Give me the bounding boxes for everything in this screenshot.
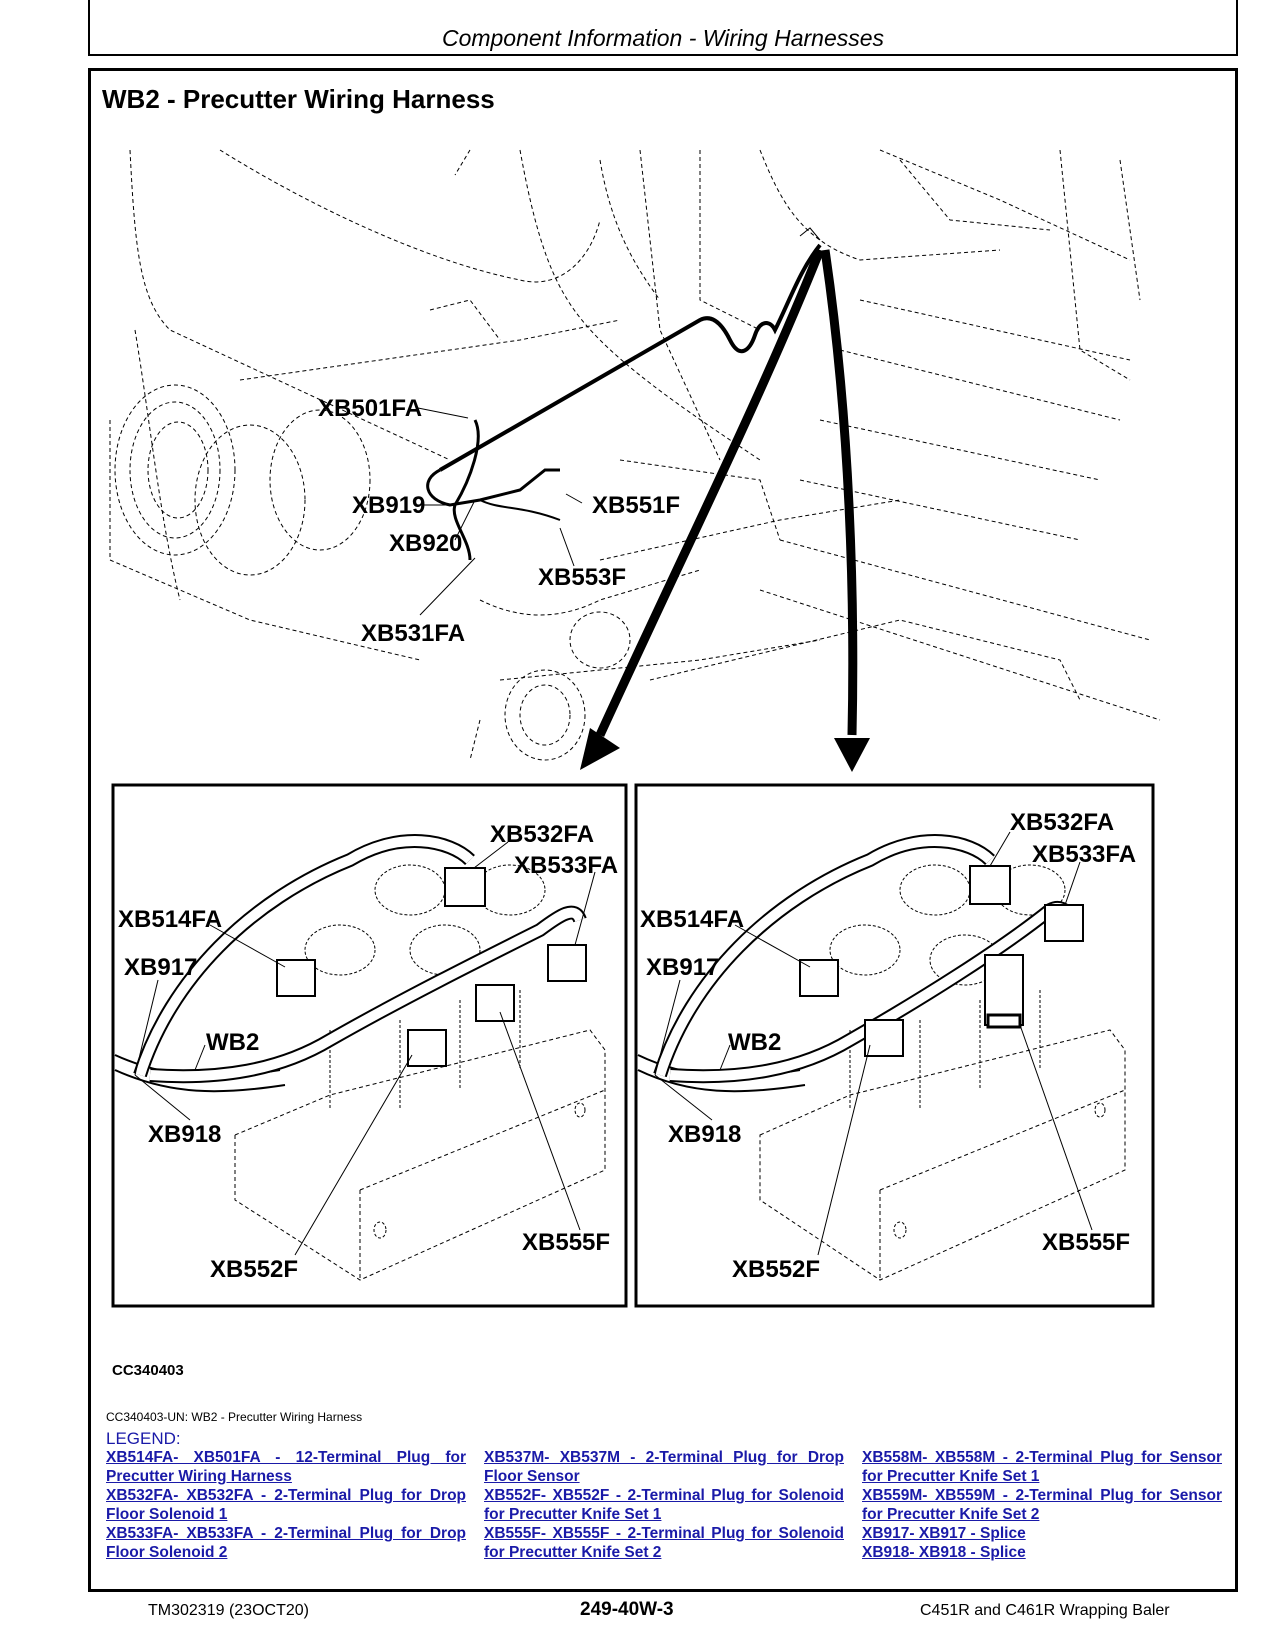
callout-arrows bbox=[595, 248, 858, 737]
legend-link-xb555f[interactable]: XB555F- XB555F - 2-Terminal Plug for Sol… bbox=[484, 1525, 844, 1561]
inset-left bbox=[111, 783, 628, 1308]
label-left-xb552f: XB552F bbox=[210, 1256, 298, 1283]
inset-right bbox=[634, 783, 1155, 1308]
label-right-xb533fa: XB533FA bbox=[1032, 841, 1136, 868]
legend-column-3: XB558M- XB558M - 2-Terminal Plug for Sen… bbox=[862, 1448, 1222, 1562]
label-xb553f: XB553F bbox=[538, 564, 626, 591]
inset-right-drawing bbox=[637, 834, 1126, 1281]
label-right-xb552f: XB552F bbox=[732, 1256, 820, 1283]
legend-link-xb532fa[interactable]: XB532FA- XB532FA - 2-Terminal Plug for D… bbox=[106, 1487, 466, 1523]
legend-link-xb558m[interactable]: XB558M- XB558M - 2-Terminal Plug for Sen… bbox=[862, 1449, 1222, 1485]
footer-doc-id: TM302319 (23OCT20) bbox=[148, 1602, 309, 1619]
arrow-head-left bbox=[580, 728, 620, 770]
label-xb501fa: XB501FA bbox=[318, 395, 422, 422]
label-left-xb917: XB917 bbox=[124, 954, 197, 981]
legend-column-1: XB514FA- XB501FA - 12-Terminal Plug for … bbox=[106, 1448, 466, 1562]
legend-link-xb514fa[interactable]: XB514FA- XB501FA - 12-Terminal Plug for … bbox=[106, 1449, 466, 1485]
label-right-xb514fa: XB514FA bbox=[640, 906, 744, 933]
upper-leaders bbox=[417, 407, 583, 616]
label-xb551f: XB551F bbox=[592, 492, 680, 519]
header-box: Component Information - Wiring Harnesses bbox=[88, 0, 1238, 56]
legend-link-xb559m[interactable]: XB559M- XB559M - 2-Terminal Plug for Sen… bbox=[862, 1487, 1222, 1523]
figure-title: WB2 - Precutter Wiring Harness bbox=[102, 84, 495, 114]
label-xb919: XB919 bbox=[352, 492, 425, 519]
label-left-wb2: WB2 bbox=[206, 1029, 259, 1056]
label-xb920: XB920 bbox=[389, 530, 462, 557]
label-xb531fa: XB531FA bbox=[361, 620, 465, 647]
legend-link-xb533fa[interactable]: XB533FA- XB533FA - 2-Terminal Plug for D… bbox=[106, 1525, 466, 1561]
label-left-xb514fa: XB514FA bbox=[118, 906, 222, 933]
footer-page-number: 249-40W-3 bbox=[580, 1599, 674, 1620]
legend-link-xb917[interactable]: XB917- XB917 - Splice bbox=[862, 1525, 1026, 1542]
label-left-xb555f: XB555F bbox=[522, 1229, 610, 1256]
figure-code: CC340403 bbox=[112, 1362, 184, 1379]
label-left-xb532fa: XB532FA bbox=[490, 821, 594, 848]
legend-column-2: XB537M- XB537M - 2-Terminal Plug for Dro… bbox=[484, 1448, 844, 1562]
harness-wires bbox=[426, 227, 822, 561]
figure-caption: CC340403-UN: WB2 - Precutter Wiring Harn… bbox=[106, 1410, 363, 1424]
inset-left-leaders bbox=[134, 841, 596, 1256]
label-right-xb532fa: XB532FA bbox=[1010, 809, 1114, 836]
footer-product: C451R and C461R Wrapping Baler bbox=[920, 1602, 1170, 1619]
label-right-wb2: WB2 bbox=[728, 1029, 781, 1056]
legend-link-xb552f[interactable]: XB552F- XB552F - 2-Terminal Plug for Sol… bbox=[484, 1487, 844, 1523]
figure-frame bbox=[88, 68, 1238, 1592]
machine-outline bbox=[109, 149, 1161, 761]
label-left-xb918: XB918 bbox=[148, 1121, 221, 1148]
label-right-xb917: XB917 bbox=[646, 954, 719, 981]
section-title: Component Information - Wiring Harnesses bbox=[441, 25, 885, 51]
label-right-xb918: XB918 bbox=[668, 1121, 741, 1148]
legend-link-xb537m[interactable]: XB537M- XB537M - 2-Terminal Plug for Dro… bbox=[484, 1449, 844, 1485]
inset-left-drawing bbox=[114, 834, 606, 1281]
arrow-head-right bbox=[834, 738, 870, 772]
label-right-xb555f: XB555F bbox=[1042, 1229, 1130, 1256]
label-left-xb533fa: XB533FA bbox=[514, 852, 618, 879]
inset-right-leaders bbox=[654, 831, 1093, 1256]
legend-title: LEGEND: bbox=[106, 1429, 181, 1448]
legend-link-xb918[interactable]: XB918- XB918 - Splice bbox=[862, 1544, 1026, 1561]
